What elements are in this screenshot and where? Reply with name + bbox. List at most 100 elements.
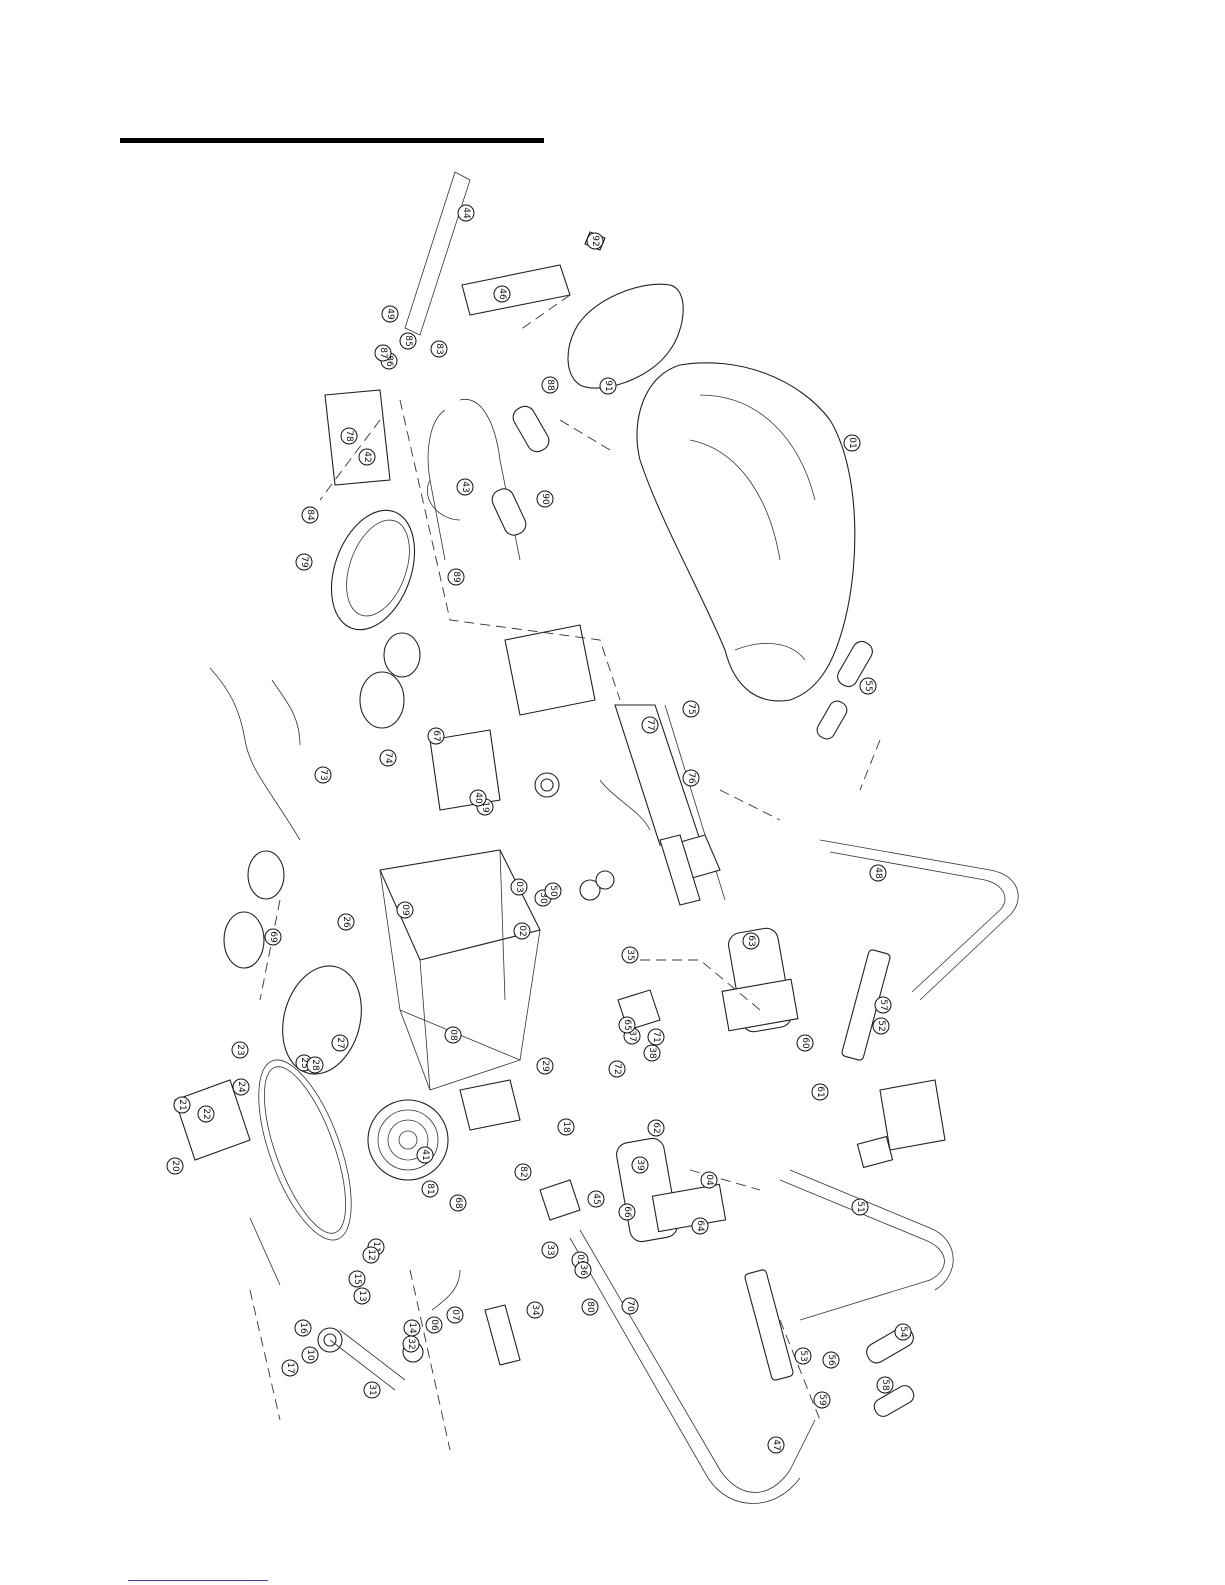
callout-44: 44 bbox=[458, 205, 474, 221]
back-cushion bbox=[316, 499, 430, 642]
callout-74: 74 bbox=[380, 750, 396, 766]
callout-number: 90 bbox=[540, 493, 550, 505]
seat-post-bracket bbox=[325, 390, 390, 485]
callout-number: 91 bbox=[603, 380, 613, 391]
callout-number: 60 bbox=[800, 1037, 810, 1049]
handle-tube-left bbox=[780, 1170, 953, 1320]
callout-number: 35 bbox=[625, 949, 635, 960]
callout-69: 69 bbox=[265, 929, 281, 945]
callout-number: 33 bbox=[545, 1244, 555, 1255]
callout-01: 01 bbox=[844, 435, 860, 451]
callout-number: 79 bbox=[299, 556, 309, 568]
callout-number: 31 bbox=[367, 1384, 377, 1395]
callout-number: 61 bbox=[815, 1086, 825, 1097]
callout-number: 58 bbox=[880, 1379, 890, 1391]
callout-number: 67 bbox=[431, 730, 441, 741]
callout-number: 44 bbox=[461, 207, 471, 219]
callout-20: 20 bbox=[167, 1158, 183, 1174]
callout-29: 29 bbox=[537, 1058, 553, 1074]
callout-number: 75 bbox=[686, 703, 696, 714]
handle-tube-right bbox=[820, 840, 1018, 1000]
callout-28: 28 bbox=[307, 1057, 323, 1073]
callout-60: 60 bbox=[797, 1035, 813, 1051]
callout-number: 41 bbox=[420, 1149, 430, 1160]
callout-number: 38 bbox=[647, 1047, 657, 1059]
callout-12: 12 bbox=[363, 1247, 379, 1263]
seat-handlebar bbox=[427, 399, 520, 560]
callout-number: 14 bbox=[407, 1322, 417, 1334]
callout-number: 50 bbox=[548, 885, 558, 897]
callout-47: 47 bbox=[768, 1437, 784, 1453]
callout-number: 87 bbox=[378, 347, 388, 358]
console bbox=[880, 1080, 945, 1150]
callout-number: 32 bbox=[406, 1338, 416, 1349]
callout-79: 79 bbox=[296, 554, 312, 570]
callout-number: 59 bbox=[817, 1394, 827, 1406]
callout-48: 48 bbox=[870, 865, 886, 881]
callout-number: 13 bbox=[357, 1290, 367, 1301]
callout-number: 22 bbox=[201, 1108, 211, 1119]
callout-04: 04 bbox=[701, 1172, 717, 1188]
callout-02: 02 bbox=[514, 923, 530, 939]
callout-number: 08 bbox=[448, 1029, 458, 1041]
callout-23: 23 bbox=[232, 1042, 248, 1058]
callout-52: 52 bbox=[873, 1018, 889, 1034]
callout-number: 01 bbox=[847, 437, 857, 448]
callout-number: 57 bbox=[878, 999, 888, 1010]
callout-61: 61 bbox=[812, 1084, 828, 1100]
callout-81: 81 bbox=[422, 1181, 438, 1197]
callout-66: 66 bbox=[619, 1204, 635, 1220]
drive-belt bbox=[240, 1049, 371, 1251]
callout-number: 28 bbox=[310, 1059, 320, 1071]
callout-number: 77 bbox=[645, 719, 655, 730]
callout-number: 76 bbox=[686, 772, 696, 784]
callout-number: 68 bbox=[453, 1197, 463, 1209]
callout-87: 87 bbox=[375, 345, 391, 361]
callout-65: 65 bbox=[619, 1017, 635, 1033]
callout-31: 31 bbox=[364, 1382, 380, 1398]
callout-number: 16 bbox=[298, 1322, 308, 1334]
callout-number: 02 bbox=[517, 925, 527, 936]
callout-number: 51 bbox=[855, 1201, 865, 1212]
callout-number: 26 bbox=[341, 916, 351, 928]
callout-82: 82 bbox=[515, 1164, 531, 1180]
callout-number: 09 bbox=[400, 904, 410, 916]
callout-06: 06 bbox=[426, 1317, 442, 1333]
callout-number: 27 bbox=[335, 1037, 345, 1048]
callout-number: 56 bbox=[826, 1354, 836, 1366]
callout-21: 21 bbox=[174, 1097, 190, 1113]
callout-number: 43 bbox=[460, 481, 470, 492]
callout-90: 90 bbox=[537, 491, 553, 507]
callout-number: 52 bbox=[876, 1020, 886, 1031]
pulley bbox=[368, 1100, 448, 1180]
callout-number: 04 bbox=[704, 1174, 714, 1186]
callout-89: 89 bbox=[448, 569, 464, 585]
callout-number: 42 bbox=[362, 451, 372, 462]
callout-75: 75 bbox=[683, 701, 699, 717]
callout-number: 81 bbox=[425, 1183, 435, 1194]
callout-number: 47 bbox=[771, 1439, 781, 1450]
callout-number: 62 bbox=[651, 1122, 661, 1133]
callout-15: 15 bbox=[349, 1271, 365, 1287]
callout-67: 67 bbox=[428, 728, 444, 744]
callout-number: 23 bbox=[235, 1044, 245, 1055]
callout-number: 07 bbox=[450, 1309, 460, 1320]
seat-rail bbox=[405, 172, 470, 335]
callout-number: 83 bbox=[434, 343, 444, 354]
callout-63: 63 bbox=[743, 933, 759, 949]
callout-84: 84 bbox=[302, 507, 318, 523]
callout-35: 35 bbox=[622, 947, 638, 963]
callout-88: 88 bbox=[542, 377, 558, 393]
callout-number: 78 bbox=[344, 430, 354, 442]
callout-number: 63 bbox=[746, 935, 756, 946]
callout-number: 82 bbox=[518, 1166, 528, 1177]
callout-36: 36 bbox=[575, 1262, 591, 1278]
callout-80: 80 bbox=[582, 1299, 598, 1315]
callout-92: 92 bbox=[587, 233, 603, 249]
callout-72: 72 bbox=[609, 1061, 625, 1077]
callout-24: 24 bbox=[233, 1079, 249, 1095]
callout-number: 66 bbox=[622, 1206, 632, 1218]
callout-number: 85 bbox=[403, 335, 413, 346]
seat-bracket bbox=[462, 265, 570, 315]
